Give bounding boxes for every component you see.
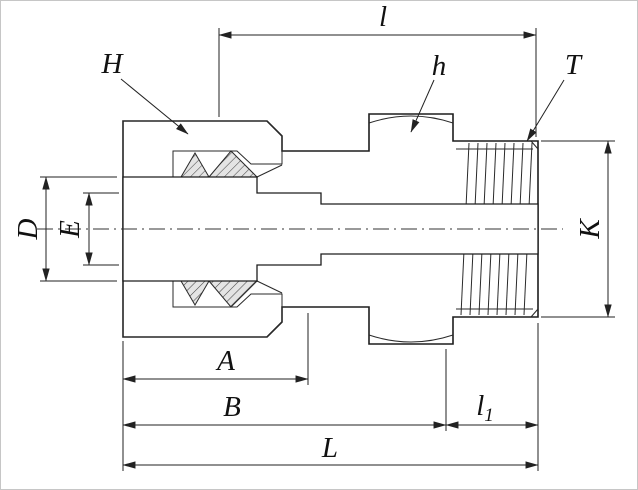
label-K: K [574,218,606,240]
leader-H [120,78,189,135]
fitting-cross-section [37,113,563,345]
hex-chamfer-bottom [368,334,454,343]
label-h: h [432,50,447,82]
hex-chamfer-top [368,115,454,124]
extension-lines [40,28,615,471]
back-ferrule-bottom [180,280,210,306]
back-ferrule-top [180,152,210,178]
label-L: L [321,432,338,464]
label-H: H [101,48,125,80]
label-B: B [223,391,241,423]
front-ferrule-bottom [207,280,259,308]
label-E: E [54,220,86,239]
front-ferrule-top [207,150,259,178]
label-l1: l1 [476,390,494,426]
label-A: A [215,345,235,377]
label-l1-base: l [476,390,484,422]
dimensions: H h T l D E K A B l1 L [12,1,615,471]
leader-h [410,79,435,133]
label-T: T [565,49,583,81]
leader-T [526,79,565,142]
label-l: l [379,1,387,33]
label-D: D [12,218,44,240]
label-l1-subscript: 1 [484,405,494,426]
